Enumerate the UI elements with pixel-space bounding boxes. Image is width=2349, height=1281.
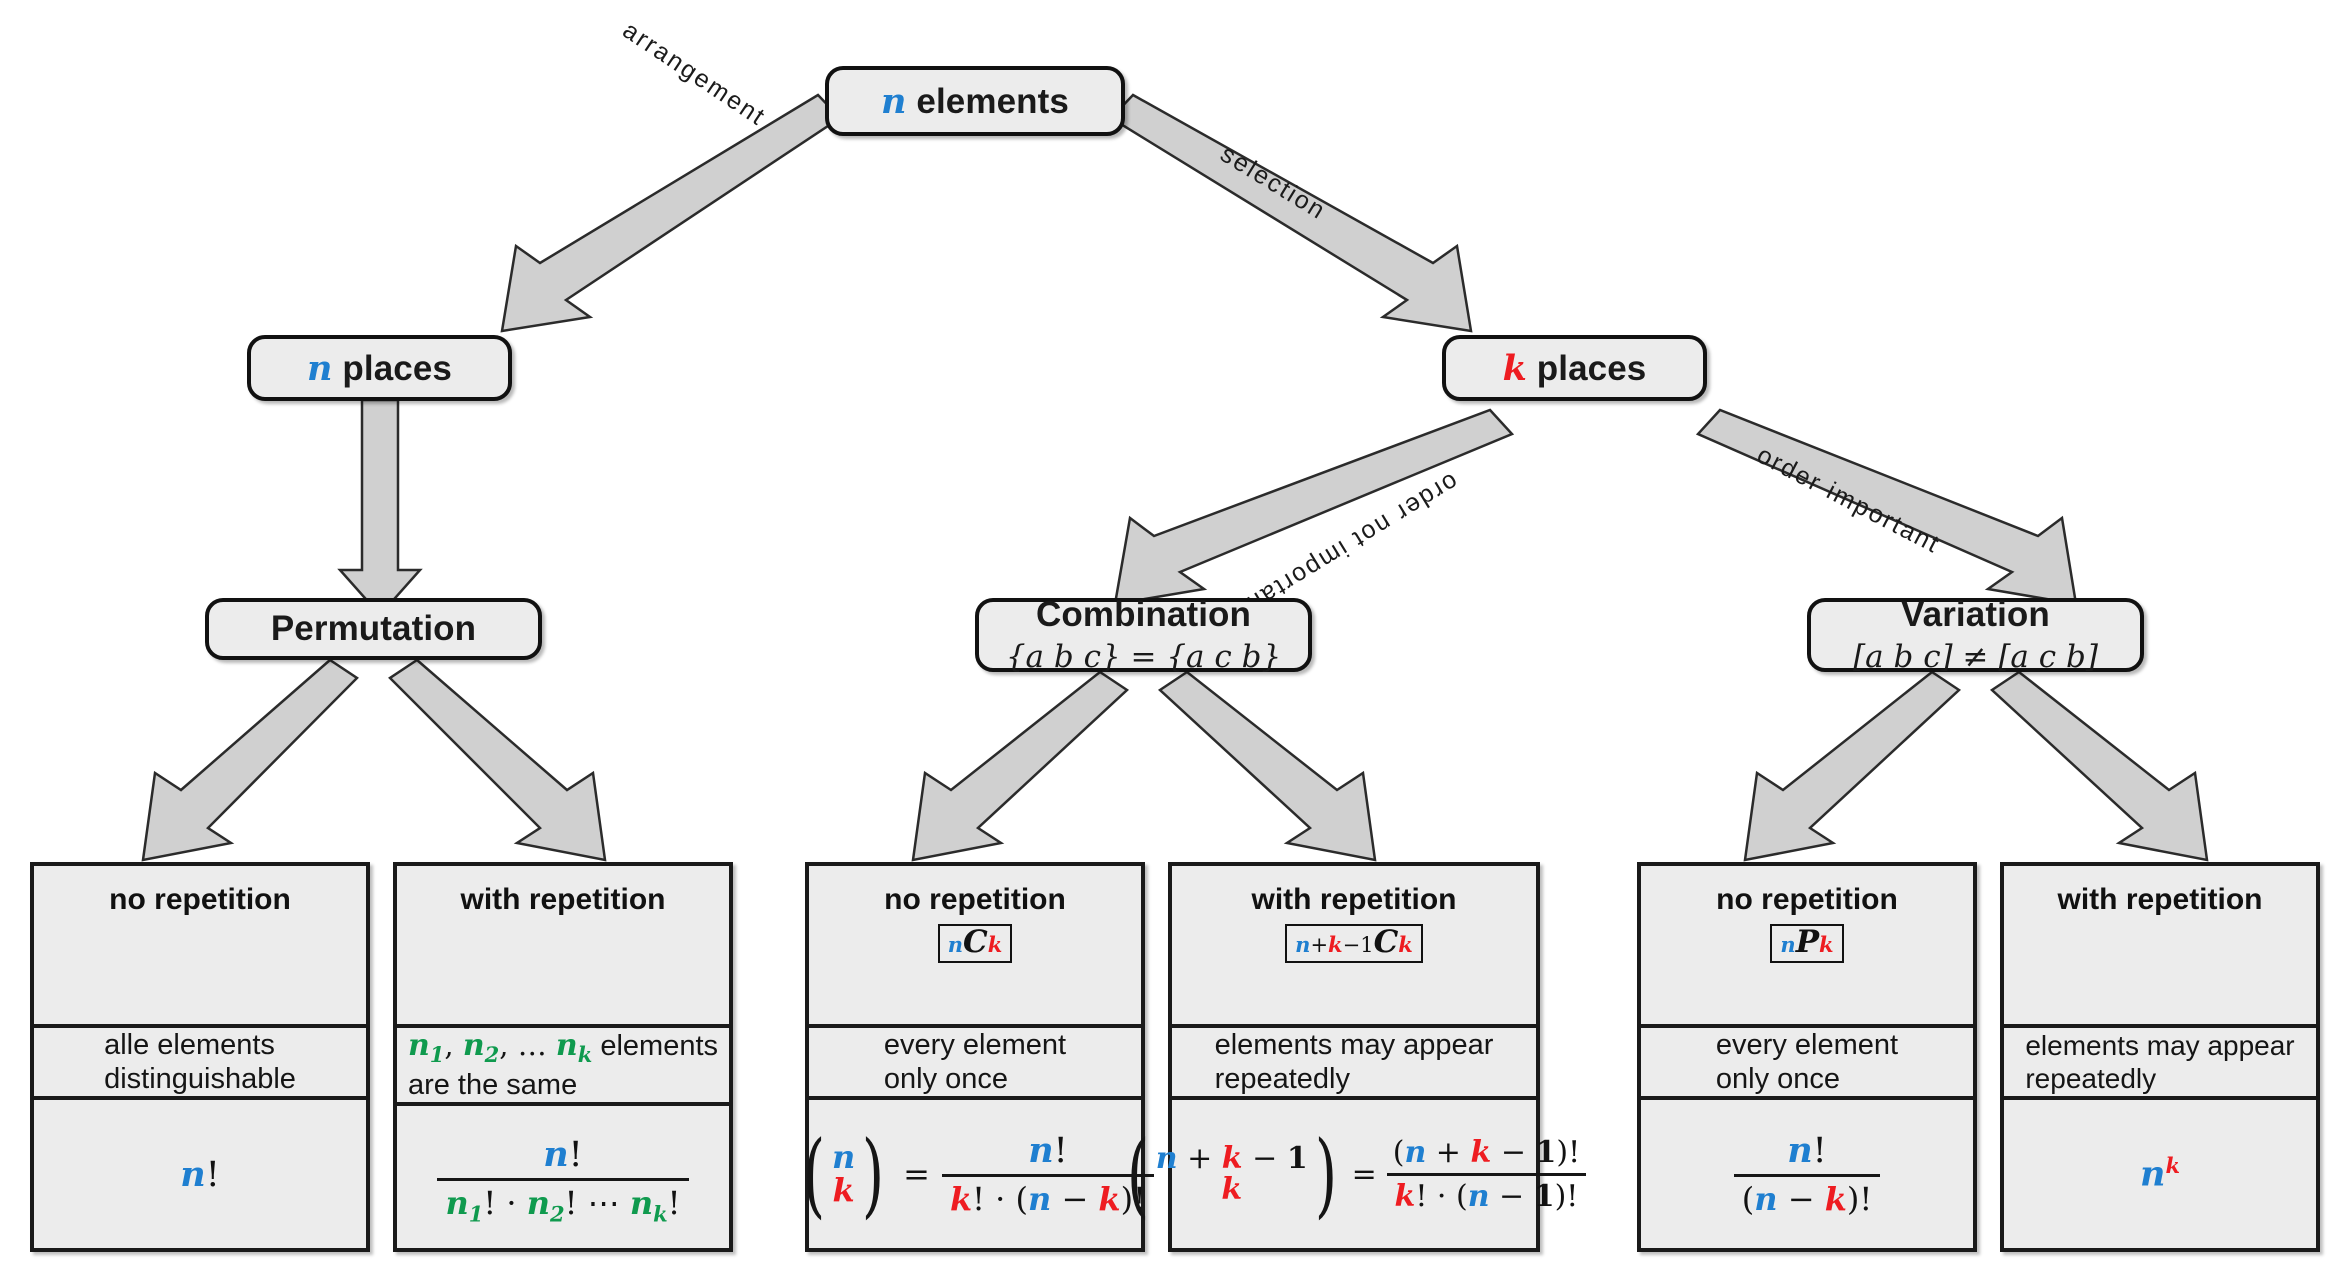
leaf-description: elements may appear repeatedly xyxy=(2025,1029,2294,1095)
node-k-places[interactable]: k places xyxy=(1442,335,1707,401)
leaf-combination-with-repetition[interactable]: with repetition n+k−1Ck elements may app… xyxy=(1127,862,1587,1252)
leaf-formula: n! (n − k)! xyxy=(1733,1130,1881,1218)
leaf-combination-no-repetition[interactable]: no repetition nCk every element only onc… xyxy=(803,862,1154,1252)
leaf-variation-with-repetition[interactable]: with repetition elements may appear repe… xyxy=(2000,862,2320,1252)
leaf-header: with repetition xyxy=(1251,883,1457,916)
leaf-description-cell: every element only once xyxy=(809,1028,1141,1101)
node-variation-label: Variation xyxy=(1901,595,2050,635)
leaf-description: n1, n2, … nk elements are the same xyxy=(407,1028,719,1101)
leaf-formula: nk xyxy=(2139,1153,2180,1195)
leaf-formula-cell: n! xyxy=(34,1100,366,1248)
leaf-description-line2: distinguishable xyxy=(104,1063,296,1096)
leaf-top-cell: no repetition nPk xyxy=(1641,866,1973,1028)
leaf-permutation-with-repetition[interactable]: with repetition n1, n2, … nk elements ar… xyxy=(393,862,733,1252)
node-n-elements-label: n elements xyxy=(881,81,1069,122)
node-n-elements[interactable]: n elements xyxy=(825,66,1125,136)
leaf-formula-cell: nk xyxy=(2004,1100,2316,1248)
arrow-k-places-to-variation xyxy=(1695,408,2078,606)
leaf-description-cell: n1, n2, … nk elements are the same xyxy=(397,1028,729,1106)
node-combination[interactable]: Combination {a b c} = {a c b} xyxy=(975,595,1312,675)
leaf-description-line1: elements may appear xyxy=(2025,1029,2295,1061)
leaf-symbol-nCk: nCk xyxy=(937,924,1013,963)
leaf-formula-cell: n! (n − k)! xyxy=(1641,1100,1973,1248)
leaf-formula-cell: ( n + k − 1 k ) = (n + k − 1)! k! · (n −… xyxy=(1127,1100,1587,1248)
variable-k: k xyxy=(1502,347,1527,389)
leaf-header: no repetition xyxy=(1716,883,1898,916)
leaf-description: every element only once xyxy=(1716,1028,1898,1096)
node-k-places-label: k places xyxy=(1503,348,1647,389)
leaf-formula: ( n + k − 1 k ) = (n + k − 1)! k! · (n −… xyxy=(1120,1128,1588,1220)
arrow-root-to-n-places xyxy=(500,93,842,333)
leaf-description: alle elements distinguishable xyxy=(104,1028,296,1096)
arrow-combination-to-leaf-4 xyxy=(1157,670,1377,862)
node-k-places-text: places xyxy=(1536,348,1647,388)
leaf-header: with repetition xyxy=(2057,883,2263,916)
leaf-description-line2: are the same xyxy=(407,1068,578,1101)
leaf-description-cell: elements may appear repeatedly xyxy=(1172,1028,1536,1101)
node-variation[interactable]: Variation [a b c] ≠ [a c b] xyxy=(1807,595,2144,675)
leaf-top-cell: with repetition xyxy=(2004,866,2316,1028)
leaf-description-line1: alle elements xyxy=(104,1029,275,1061)
leaf-description-cell: every element only once xyxy=(1641,1028,1973,1101)
leaf-description-cell: elements may appear repeatedly xyxy=(2004,1028,2316,1100)
leaf-formula: n! xyxy=(180,1153,220,1195)
leaf-header: no repetition xyxy=(109,883,291,916)
leaf-description-line1: every element xyxy=(883,1029,1067,1061)
leaf-description-line1: elements may appear xyxy=(1214,1029,1494,1061)
leaf-permutation-no-repetition[interactable]: no repetition alle elements distinguisha… xyxy=(30,862,370,1252)
node-combination-subtitle: {a b c} = {a c b} xyxy=(1005,638,1282,675)
leaf-formula-cell: n! n1! · n2! ⋯ nk! xyxy=(397,1106,729,1254)
node-n-places-text: places xyxy=(342,348,452,388)
node-n-elements-text: elements xyxy=(916,81,1069,121)
leaf-header: no repetition xyxy=(884,883,1066,916)
leaf-description-line2: repeatedly xyxy=(2025,1063,2157,1094)
node-permutation-label: Permutation xyxy=(270,609,477,649)
arrow-variation-to-leaf-6 xyxy=(1989,670,2209,862)
arrow-permutation-to-leaf-1 xyxy=(141,658,359,862)
leaf-top-cell: no repetition nCk xyxy=(809,866,1141,1028)
leaf-description-cell: alle elements distinguishable xyxy=(34,1028,366,1101)
leaf-description: every element only once xyxy=(884,1028,1066,1096)
leaf-symbol-nPk: nPk xyxy=(1770,924,1844,963)
leaf-description-line1: every element xyxy=(1715,1029,1899,1061)
leaf-top-cell: with repetition xyxy=(397,866,729,1028)
leaf-description: elements may appear repeatedly xyxy=(1215,1028,1494,1096)
node-n-places-label: n places xyxy=(307,348,452,389)
leaf-description-line2: only once xyxy=(883,1063,1009,1096)
node-variation-subtitle: [a b c] ≠ [a c b] xyxy=(1853,638,2098,675)
arrow-permutation-to-leaf-2 xyxy=(388,658,607,862)
variable-n: n xyxy=(881,80,907,122)
leaf-header: with repetition xyxy=(460,883,666,916)
leaf-formula: n! n1! · n2! ⋯ nk! xyxy=(437,1134,689,1226)
variable-n: n xyxy=(307,347,333,389)
node-n-places[interactable]: n places xyxy=(247,335,512,401)
arrow-combination-to-leaf-3 xyxy=(911,670,1130,862)
arrow-n-places-to-permutation xyxy=(337,398,423,617)
node-permutation[interactable]: Permutation xyxy=(205,598,542,660)
arrow-root-to-k-places xyxy=(1109,93,1473,333)
leaf-top-cell: with repetition n+k−1Ck xyxy=(1172,866,1536,1028)
leaf-description-line2: only once xyxy=(1715,1063,1841,1096)
arrow-k-places-to-combination xyxy=(1113,408,1515,606)
leaf-variation-no-repetition[interactable]: no repetition nPk every element only onc… xyxy=(1637,862,1977,1252)
node-combination-label: Combination xyxy=(1036,595,1251,635)
leaf-description-line2: repeatedly xyxy=(1214,1063,1350,1096)
leaf-symbol-npk1Ck: n+k−1Ck xyxy=(1285,924,1423,963)
leaf-top-cell: no repetition xyxy=(34,866,366,1028)
arrow-variation-to-leaf-5 xyxy=(1743,670,1962,862)
